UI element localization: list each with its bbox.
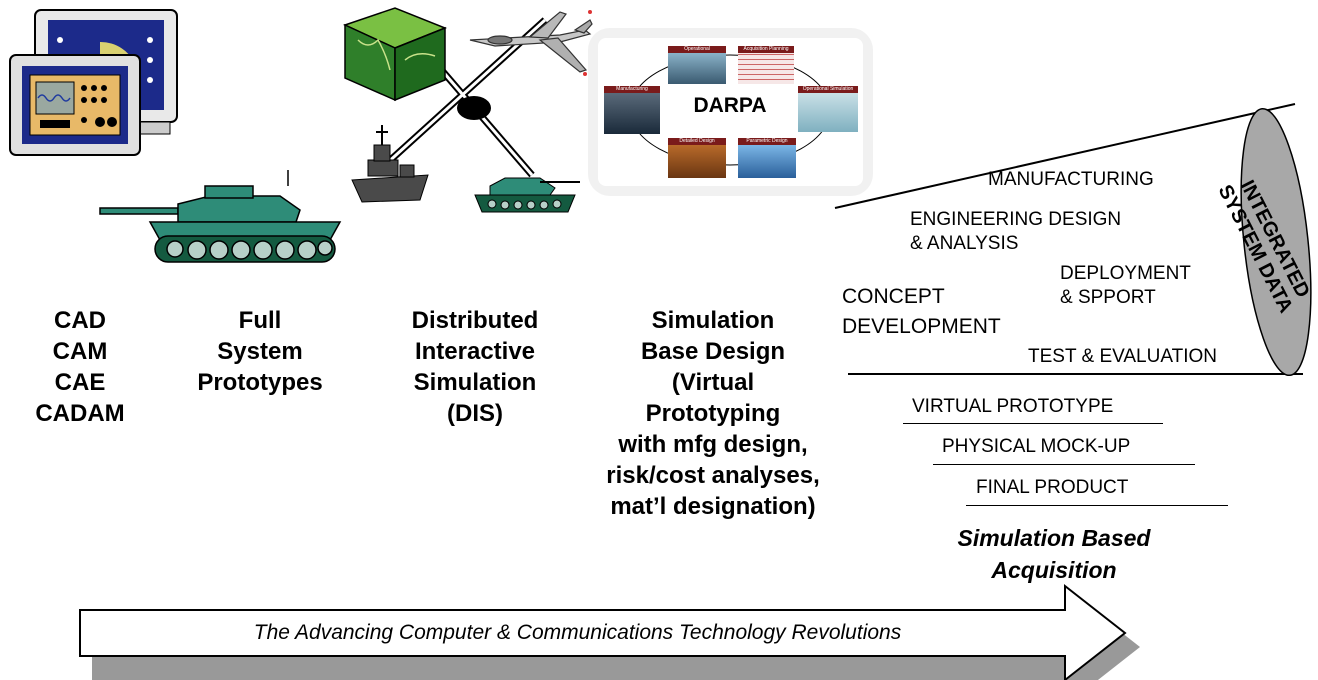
darpa-module-operational-sim: Operational Simulation bbox=[798, 86, 858, 132]
stage-line: Distributed bbox=[411, 307, 539, 334]
cone-line: ENGINEERING DESIGN bbox=[910, 209, 1122, 230]
small-tank-icon bbox=[474, 177, 580, 213]
stage-cad: CAD CAM CAE CADAM bbox=[5, 305, 155, 429]
stage-line: Simulation bbox=[413, 369, 537, 396]
module-image bbox=[604, 93, 660, 134]
caption-line: Acquisition bbox=[991, 557, 1117, 583]
stage-line: System bbox=[217, 338, 303, 365]
sba-cone bbox=[834, 103, 1312, 377]
module-label: Manufacturing bbox=[604, 86, 660, 93]
cone-line: DEVELOPMENT bbox=[842, 315, 1001, 338]
module-image bbox=[738, 145, 796, 178]
module-image bbox=[738, 53, 794, 84]
stage-dis: Distributed Interactive Simulation (DIS) bbox=[375, 305, 575, 429]
stage-line: risk/cost analyses, bbox=[606, 462, 820, 489]
darpa-module-acquisition: Acquisition Planning bbox=[738, 46, 794, 84]
cone-deployment: DEPLOYMENT & SPPORT bbox=[1060, 262, 1191, 310]
ladder-rule bbox=[933, 464, 1195, 465]
tank-icon bbox=[99, 170, 342, 263]
technology-arrow bbox=[79, 583, 1140, 680]
ladder-final-product: FINAL PRODUCT bbox=[976, 477, 1129, 498]
cone-test-evaluation: TEST & EVALUATION bbox=[1028, 346, 1217, 367]
ladder-physical-mockup: PHYSICAL MOCK-UP bbox=[942, 436, 1131, 457]
module-label: Operational bbox=[668, 46, 726, 53]
stage-line: mat’l designation) bbox=[610, 493, 816, 520]
darpa-module-operational: Operational bbox=[668, 46, 726, 84]
module-label: Parametric Design bbox=[738, 138, 796, 145]
stage-line: Prototyping bbox=[645, 400, 781, 427]
arrow-label: The Advancing Computer & Communications … bbox=[253, 621, 902, 644]
module-label: Detailed Design bbox=[668, 138, 726, 145]
darpa-module-detailed: Detailed Design bbox=[668, 138, 726, 178]
computer-monitors-icon bbox=[9, 9, 178, 156]
ship-icon bbox=[351, 125, 429, 203]
module-image bbox=[668, 145, 726, 178]
module-image bbox=[668, 53, 726, 84]
terrain-box-icon bbox=[342, 7, 448, 102]
cone-line: & SPPORT bbox=[1060, 287, 1156, 308]
cone-concept: CONCEPT DEVELOPMENT bbox=[842, 282, 1001, 342]
stage-line: CAD bbox=[54, 307, 106, 334]
darpa-module-manufacturing: Manufacturing bbox=[604, 86, 660, 134]
stage-line: CAE bbox=[54, 369, 106, 396]
stage-sbd: Simulation Base Design (Virtual Prototyp… bbox=[578, 305, 848, 522]
aircraft-icon bbox=[469, 10, 593, 76]
stage-line: (DIS) bbox=[447, 400, 503, 427]
module-label: Acquisition Planning bbox=[738, 46, 794, 53]
darpa-module-parametric: Parametric Design bbox=[738, 138, 796, 178]
stage-line: Interactive bbox=[414, 338, 536, 365]
stage-line: Full bbox=[238, 307, 282, 334]
sba-caption: Simulation Based Acquisition bbox=[918, 522, 1190, 586]
cone-line: CONCEPT bbox=[842, 285, 945, 308]
module-label: Operational Simulation bbox=[798, 86, 858, 93]
ladder-rule bbox=[966, 505, 1228, 506]
darpa-panel bbox=[588, 28, 873, 196]
cone-line: & ANALYSIS bbox=[910, 233, 1019, 254]
stage-line: Base Design bbox=[640, 338, 786, 365]
stage-prototypes: Full System Prototypes bbox=[175, 305, 345, 398]
darpa-label: DARPA bbox=[693, 94, 767, 117]
module-image bbox=[798, 93, 858, 132]
stage-line: CAM bbox=[52, 338, 108, 365]
cone-line: DEPLOYMENT bbox=[1060, 263, 1191, 284]
ladder-virtual-prototype: VIRTUAL PROTOTYPE bbox=[912, 396, 1114, 417]
stage-line: with mfg design, bbox=[618, 431, 808, 458]
ladder-rule bbox=[903, 423, 1163, 424]
stage-line: CADAM bbox=[35, 400, 125, 427]
caption-line: Simulation Based bbox=[957, 525, 1151, 551]
stage-line: (Virtual bbox=[671, 369, 755, 396]
stage-line: Simulation bbox=[651, 307, 775, 334]
cone-engineering-design: ENGINEERING DESIGN & ANALYSIS bbox=[910, 208, 1121, 256]
stage-line: Prototypes bbox=[197, 369, 323, 396]
cone-manufacturing: MANUFACTURING bbox=[988, 169, 1154, 190]
